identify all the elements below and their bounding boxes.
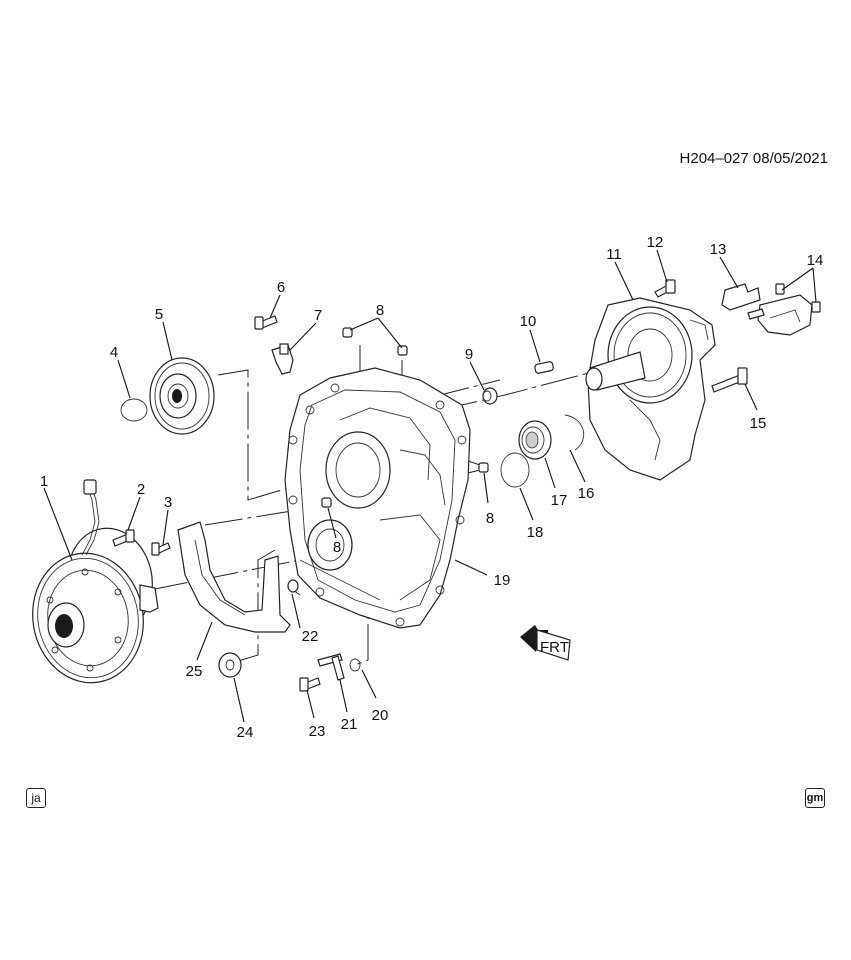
snap-ring-4 <box>120 398 148 422</box>
callout-19: 19 <box>494 572 511 589</box>
bushing-9 <box>482 387 498 405</box>
callout-6: 6 <box>277 279 285 296</box>
sensor-7 <box>271 343 294 375</box>
callout-24: 24 <box>237 724 254 741</box>
bearing-17 <box>518 420 552 460</box>
callout-22: 22 <box>302 628 319 645</box>
o-ring-20 <box>349 658 361 672</box>
callout-1: 1 <box>40 473 48 490</box>
plug-8d <box>478 462 489 473</box>
front-arrow <box>520 625 571 661</box>
drive-gear-housing-11 <box>585 297 716 481</box>
bolt-6 <box>254 315 278 330</box>
callout-21: 21 <box>341 716 358 733</box>
callout-18: 18 <box>527 524 544 541</box>
callout-23: 23 <box>309 723 326 740</box>
callout-3: 3 <box>164 494 172 511</box>
gm-logo-badge: gm <box>805 788 825 808</box>
callout-15: 15 <box>750 415 767 432</box>
transmission-case <box>284 367 471 629</box>
callout-20: 20 <box>372 707 389 724</box>
connector-block-14 <box>747 283 821 336</box>
gear-5 <box>149 357 215 435</box>
callout-10: 10 <box>520 313 537 330</box>
callout-14: 14 <box>807 252 824 269</box>
bolt-3 <box>151 542 171 556</box>
callout-13: 13 <box>710 241 727 258</box>
plug-8c <box>321 497 332 508</box>
callout-16: 16 <box>578 485 595 502</box>
snap-ring-16 <box>564 414 585 451</box>
callout-7: 7 <box>314 307 322 324</box>
bolt-23 <box>299 677 321 692</box>
callout-12: 12 <box>647 234 664 251</box>
washer-24 <box>218 652 242 678</box>
callout-4: 4 <box>110 344 118 361</box>
bolt-12 <box>654 279 676 298</box>
front-arrow-label: FRT <box>540 639 569 656</box>
callout-2: 2 <box>137 481 145 498</box>
diagram-code-date: H204–027 08/05/2021 <box>680 150 828 167</box>
ja-badge: ja <box>26 788 46 808</box>
callout-8-right: 8 <box>486 510 494 527</box>
bolt-2 <box>112 529 135 547</box>
seal-ring-18 <box>500 452 530 488</box>
callout-25: 25 <box>186 663 203 680</box>
plug-22 <box>287 579 299 593</box>
baffle-25 <box>177 521 291 633</box>
plug-8a <box>342 327 353 338</box>
callout-11: 11 <box>606 246 622 263</box>
ring-gear-differential <box>32 479 159 684</box>
plug-8b <box>397 345 408 356</box>
callout-8-top: 8 <box>376 302 384 319</box>
callout-5: 5 <box>155 306 163 323</box>
callout-9: 9 <box>465 346 473 363</box>
bolt-15 <box>711 367 748 393</box>
callout-labels: 1 2 3 4 5 6 7 8 8 8 9 10 11 12 13 14 15 … <box>40 234 824 741</box>
bracket-13 <box>721 283 761 311</box>
callout-leaders <box>43 249 817 723</box>
tube-21 <box>317 653 345 681</box>
callout-8-left: 8 <box>333 539 341 556</box>
dowel-pin-10 <box>534 361 554 374</box>
callout-17: 17 <box>551 492 568 509</box>
